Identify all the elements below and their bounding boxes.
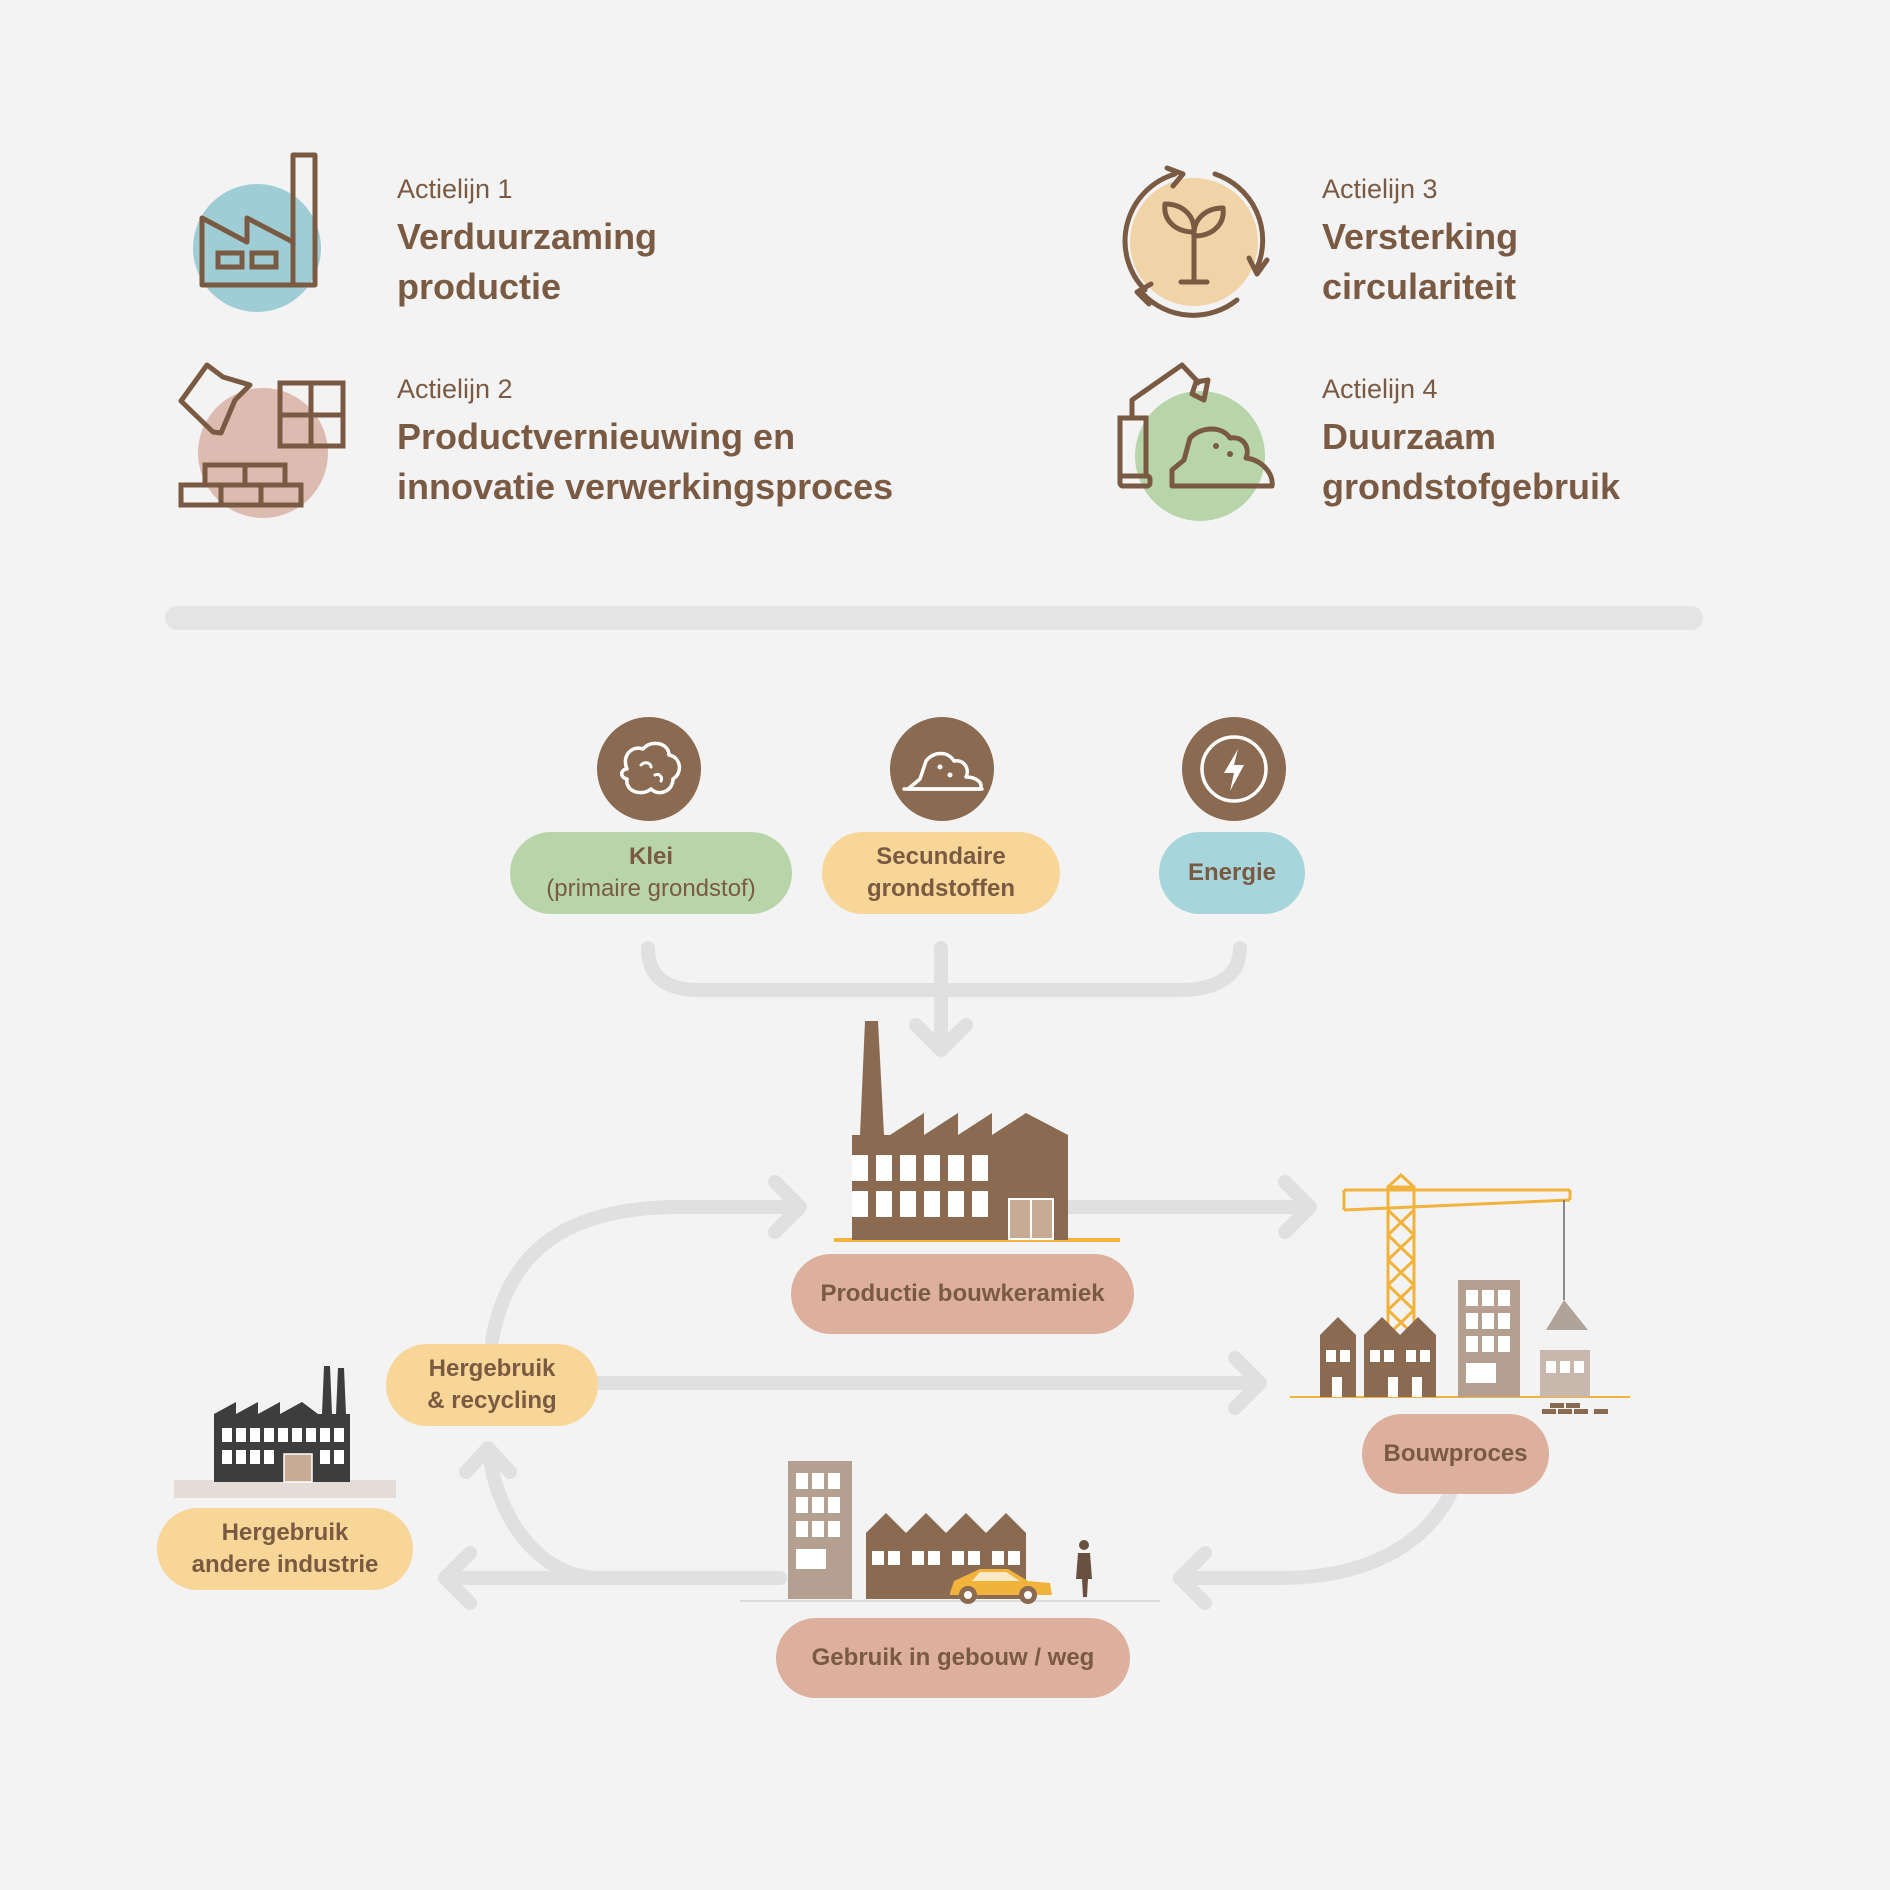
legend-kicker: Actielijn 3 [1322,174,1438,204]
divider [165,606,1703,630]
legend-title: Versterking circulariteit [1322,216,1519,307]
excavator-soil-icon [1117,362,1275,521]
node-construction: Bouwproces [1362,1414,1549,1494]
soil-pile-icon [902,751,984,791]
legend-title: Verduurzaming productie [397,216,658,307]
other-industry-factory-icon [174,1366,396,1498]
legend-kicker: Actielijn 4 [1322,374,1438,404]
node-production: Productie bouwkeramiek [791,1254,1134,1334]
factory-icon [193,152,321,312]
node-other-industry: Hergebruik andere industrie [157,1508,413,1590]
clay-icon [620,741,682,795]
construction-site-icon [1290,1172,1630,1414]
input-energy: Energie [1159,832,1305,914]
bricks-icon [178,362,346,518]
clay-circle [597,717,701,821]
city-buildings-icon [740,1461,1160,1604]
ceramics-factory-icon [834,1021,1120,1242]
legend-title: Productvernieuwing en innovatie verwerki… [397,416,894,507]
recycle-plant-icon [1122,165,1270,318]
legend-kicker: Actielijn 1 [397,174,513,204]
legend-kicker: Actielijn 2 [397,374,513,404]
node-recycling: Hergebruik & recycling [386,1344,598,1426]
secondary-circle [890,717,994,821]
node-use: Gebruik in gebouw / weg [776,1618,1130,1698]
input-clay: Klei (primaire grondstof) [510,832,792,914]
legend-title: Duurzaam grondstofgebruik [1322,416,1620,507]
input-secondary: Secundaire grondstoffen [822,832,1060,914]
lightning-icon [1200,735,1268,803]
